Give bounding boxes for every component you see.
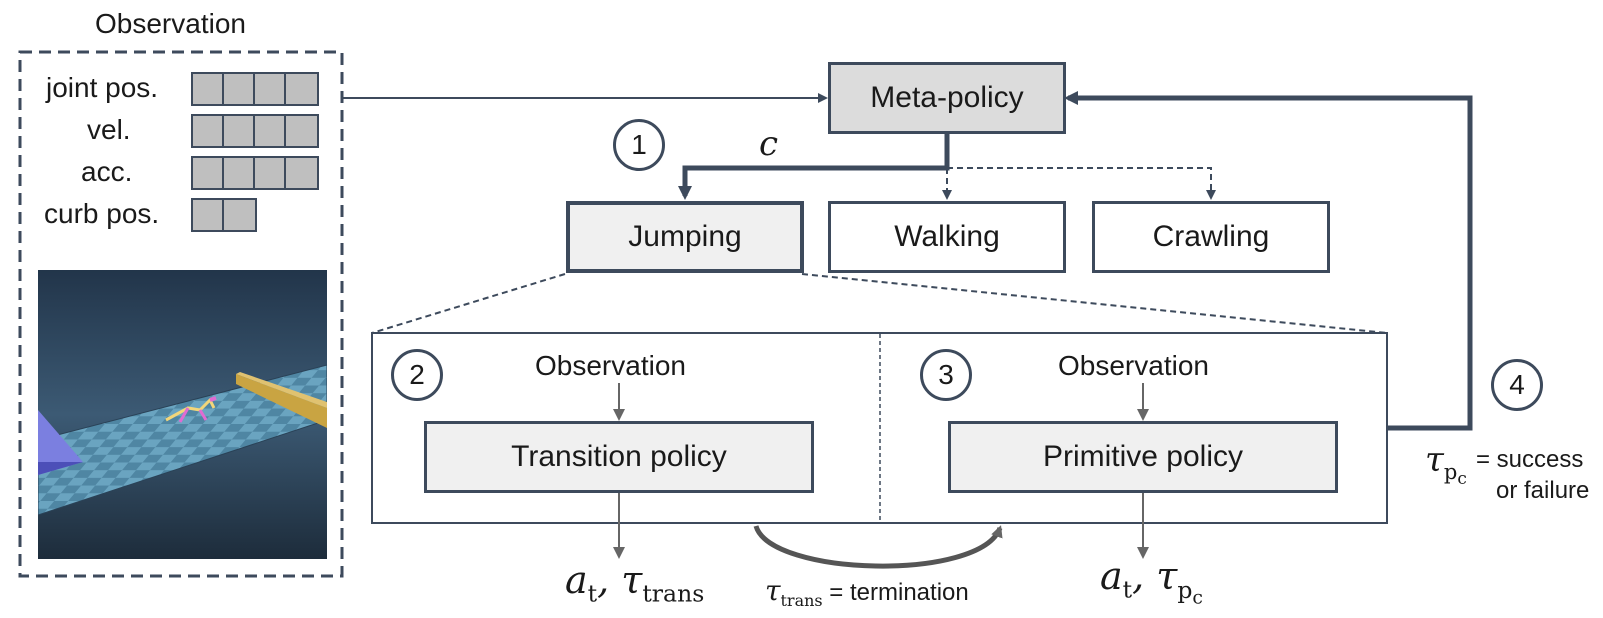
feedback-tau-label: τpc bbox=[1425, 440, 1467, 488]
jumping-skill-box: Jumping bbox=[566, 201, 804, 273]
termination-curve-arrow bbox=[753, 524, 1003, 569]
observation-title: Observation bbox=[95, 8, 246, 39]
zoom-line-right bbox=[801, 273, 1388, 334]
walking-skill-box: Walking bbox=[828, 201, 1066, 273]
feedback-arrow bbox=[1064, 91, 1473, 431]
obs-vector-vel bbox=[191, 114, 319, 148]
step-4-marker: 4 bbox=[1491, 359, 1543, 411]
obs-label-vel: vel. bbox=[87, 114, 131, 145]
step-2-marker: 2 bbox=[391, 349, 443, 401]
observation-dashed-border bbox=[18, 50, 344, 578]
feedback-text-line1: = success bbox=[1476, 446, 1584, 473]
step-1-marker: 1 bbox=[613, 119, 665, 171]
crawling-skill-box: Crawling bbox=[1092, 201, 1330, 273]
transition-policy-box: Transition policy bbox=[424, 421, 814, 493]
obs-vector-joint-pos bbox=[191, 72, 319, 106]
context-c-label: c bbox=[759, 124, 779, 164]
meta-to-jumping-arrow bbox=[678, 134, 950, 200]
transition-observation-label: Observation bbox=[535, 350, 686, 381]
meta-policy-box: Meta-policy bbox=[828, 62, 1066, 134]
obs-label-curb-pos: curb pos. bbox=[44, 198, 160, 229]
termination-label: τtrans = termination bbox=[765, 574, 969, 610]
step-3-marker: 3 bbox=[920, 349, 972, 401]
obs-vector-curb-pos bbox=[191, 198, 257, 232]
zoom-line-left bbox=[371, 273, 566, 334]
obs-vector-acc bbox=[191, 156, 319, 190]
simulation-render-image bbox=[38, 270, 327, 559]
primitive-policy-box: Primitive policy bbox=[948, 421, 1338, 493]
primitive-observation-label: Observation bbox=[1058, 350, 1209, 381]
primitive-output-label: at, τpc bbox=[1100, 554, 1203, 609]
meta-to-crawling-arrow bbox=[947, 167, 1216, 200]
obs-label-acc: acc. bbox=[81, 156, 133, 187]
feedback-text-line2: or failure bbox=[1496, 477, 1590, 504]
transition-output-label: at, τtrans bbox=[565, 558, 705, 608]
obs-label-joint-pos: joint pos. bbox=[46, 72, 159, 103]
